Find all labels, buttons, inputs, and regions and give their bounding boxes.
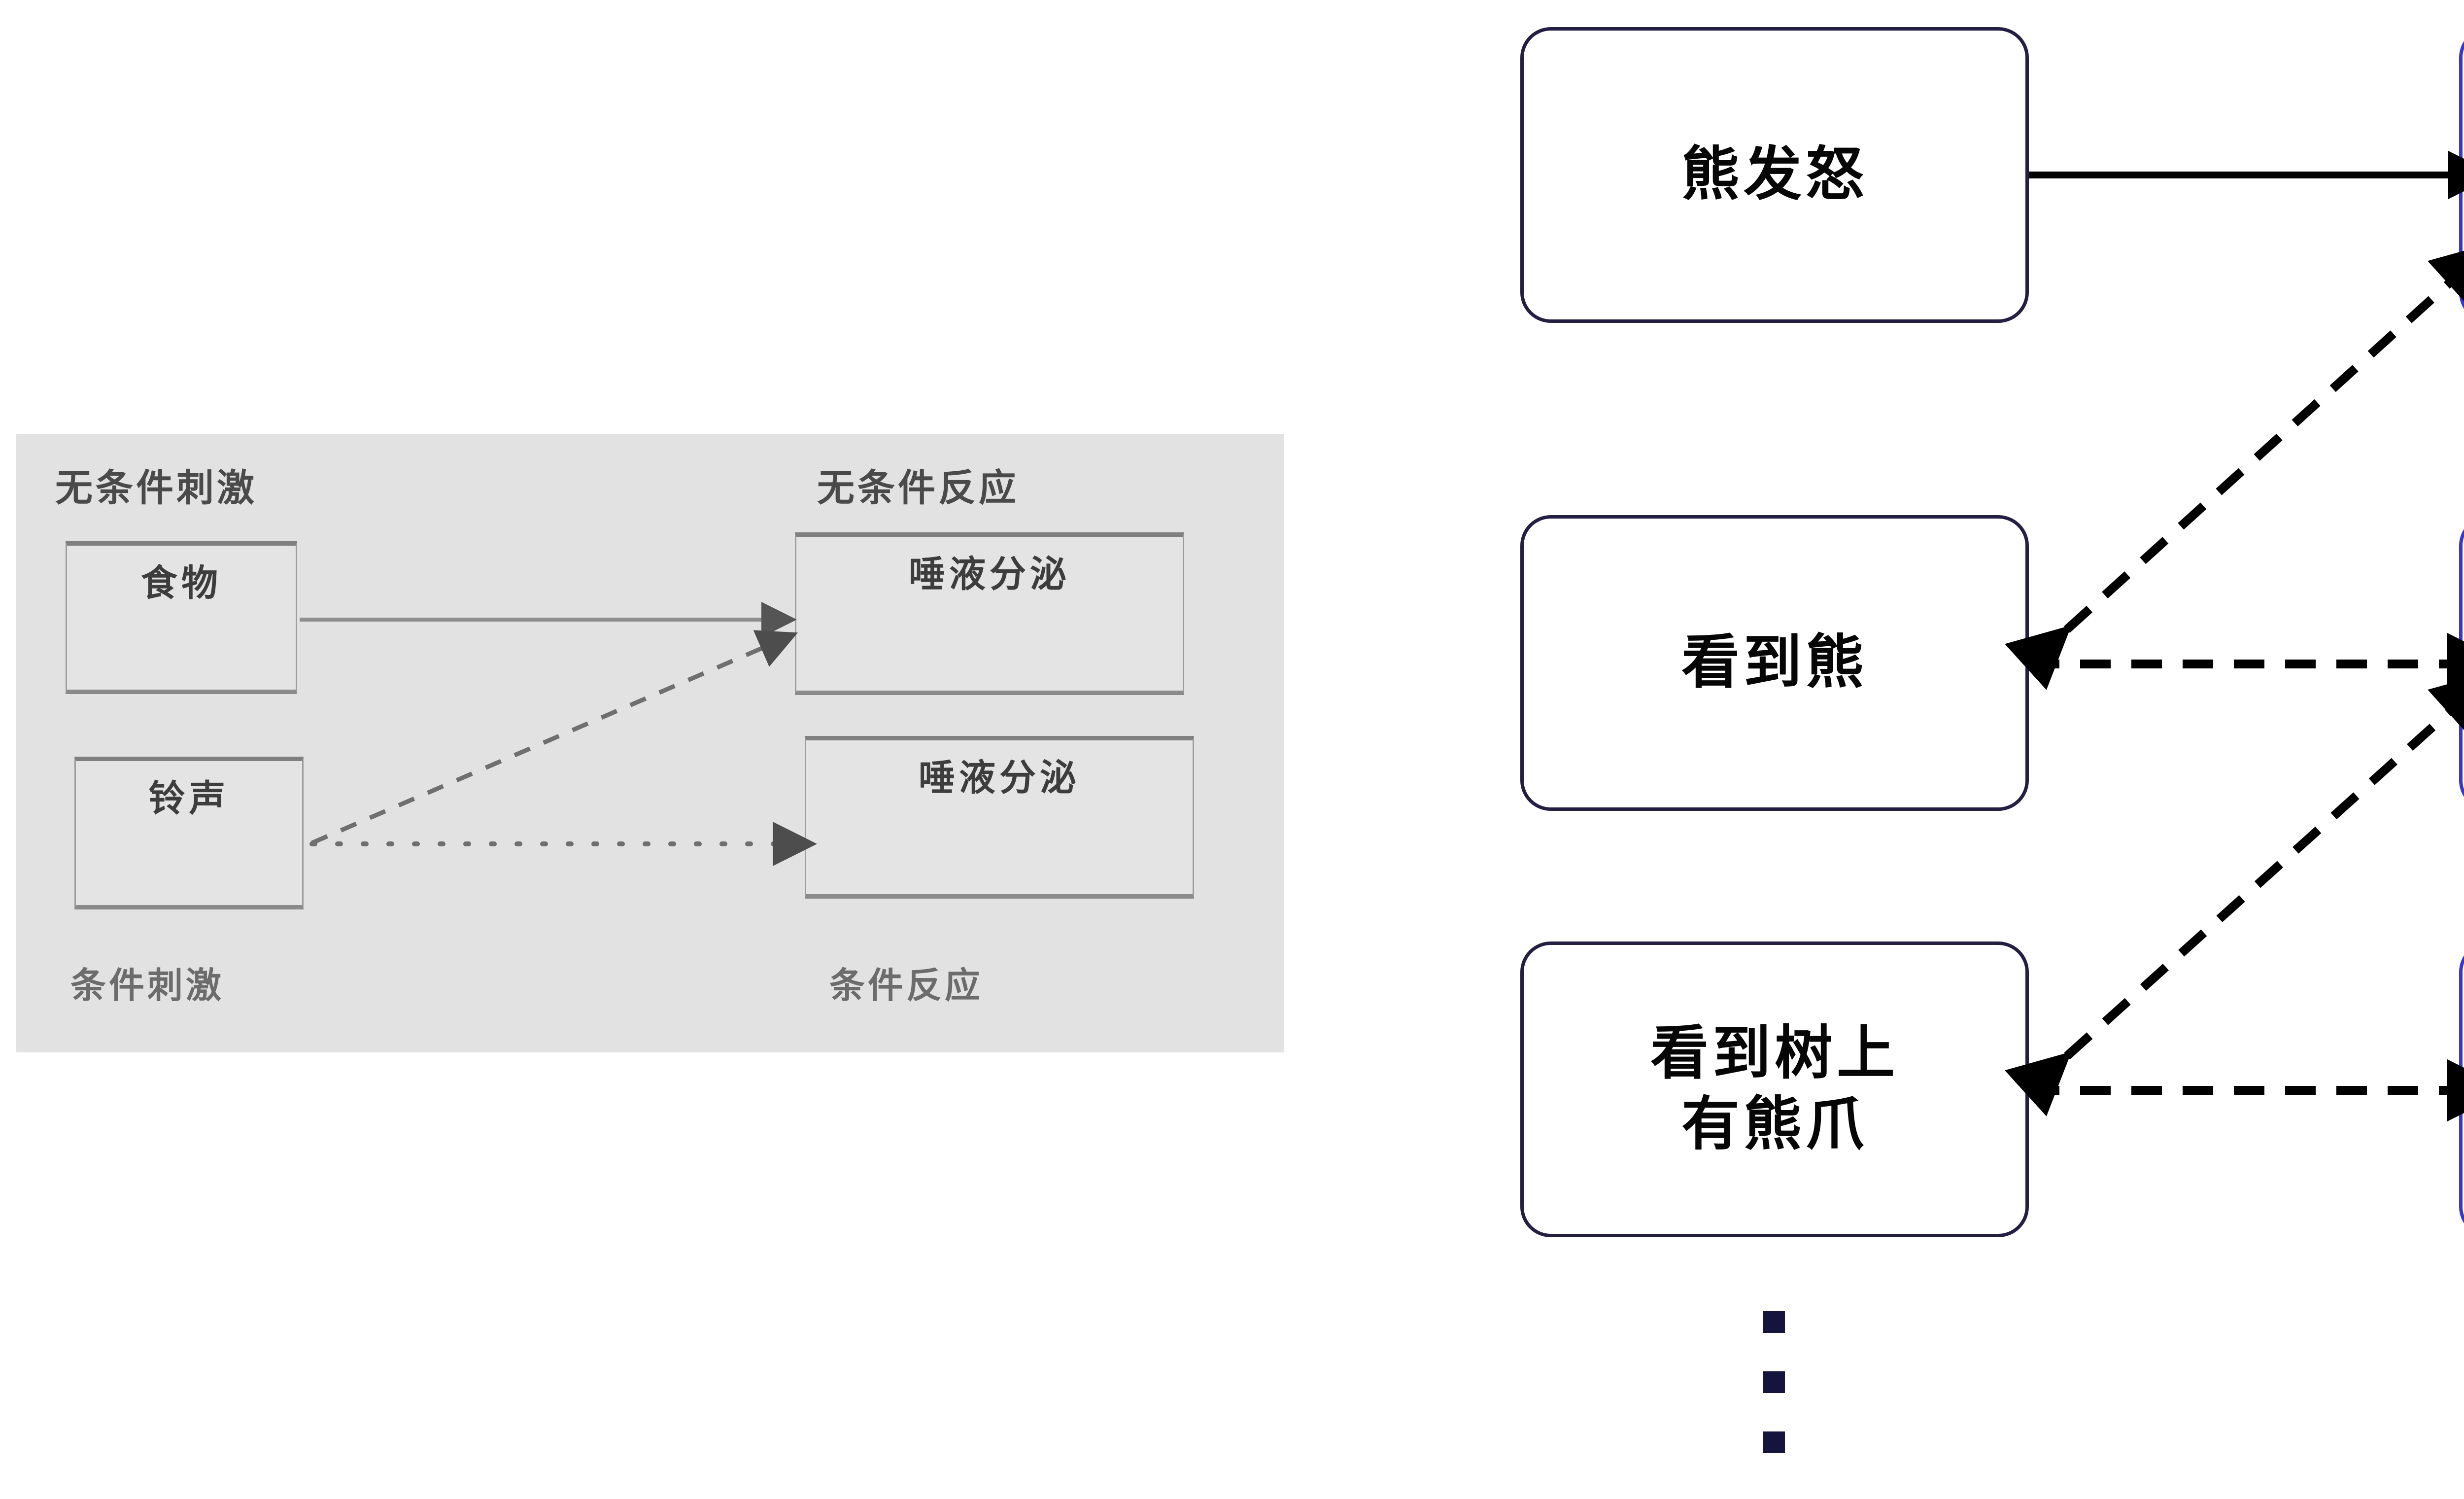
arrow-bell-to-salivation-unconditioned xyxy=(311,630,798,845)
box-value-next-state: V(s′) xyxy=(2459,515,2464,811)
ellipsis-dot xyxy=(1763,1371,1785,1393)
ellipsis-dot xyxy=(1763,1431,1785,1453)
classical-conditioning-panel: 无条件刺激 无条件反应 食物 唾液分泌 铃声 唾液分泌 条件刺激 条件反应 xyxy=(16,434,1284,1052)
box-see-bear: 看到熊 xyxy=(1520,515,2029,811)
label-unconditioned-response: 无条件反应 xyxy=(817,467,1019,509)
label-conditioned-response: 条件反应 xyxy=(829,966,984,1006)
box-food: 食物 xyxy=(66,541,297,694)
ellipsis-dot xyxy=(1763,1311,1785,1333)
classical-conditioning-arrows xyxy=(300,602,817,866)
box-salivation-unconditioned-label: 唾液分泌 xyxy=(909,554,1070,594)
box-reward: 奖励 xyxy=(2459,27,2464,323)
arrow-see-bear-to-reward-tail xyxy=(2005,625,2072,690)
label-conditioned-stimulus: 条件刺激 xyxy=(70,966,225,1006)
box-see-bear-claw: 看到树上 有熊爪 xyxy=(1520,941,2029,1237)
box-see-bear-claw-label: 看到树上 有熊爪 xyxy=(1650,1021,1899,1157)
arrow-see-claw-to-value-next-tail xyxy=(2005,1051,2072,1116)
box-bear-angry-label: 熊发怒 xyxy=(1681,142,1868,208)
ellipsis-stimulus-column xyxy=(1763,1311,1785,1453)
box-bell-label: 铃声 xyxy=(148,778,230,819)
box-bell: 铃声 xyxy=(74,757,304,909)
box-bear-angry: 熊发怒 xyxy=(1520,27,2029,323)
box-salivation-conditioned-label: 唾液分泌 xyxy=(919,757,1080,798)
box-salivation-conditioned: 唾液分泌 xyxy=(805,736,1194,899)
arrow-see-bear-to-reward xyxy=(2025,242,2464,667)
box-value-state: V(s) xyxy=(2459,941,2464,1237)
box-food-label: 食物 xyxy=(141,562,222,603)
box-see-bear-label: 看到熊 xyxy=(1681,630,1868,696)
arrow-see-claw-to-value-next xyxy=(2025,671,2464,1094)
label-unconditioned-stimulus: 无条件刺激 xyxy=(55,467,257,509)
